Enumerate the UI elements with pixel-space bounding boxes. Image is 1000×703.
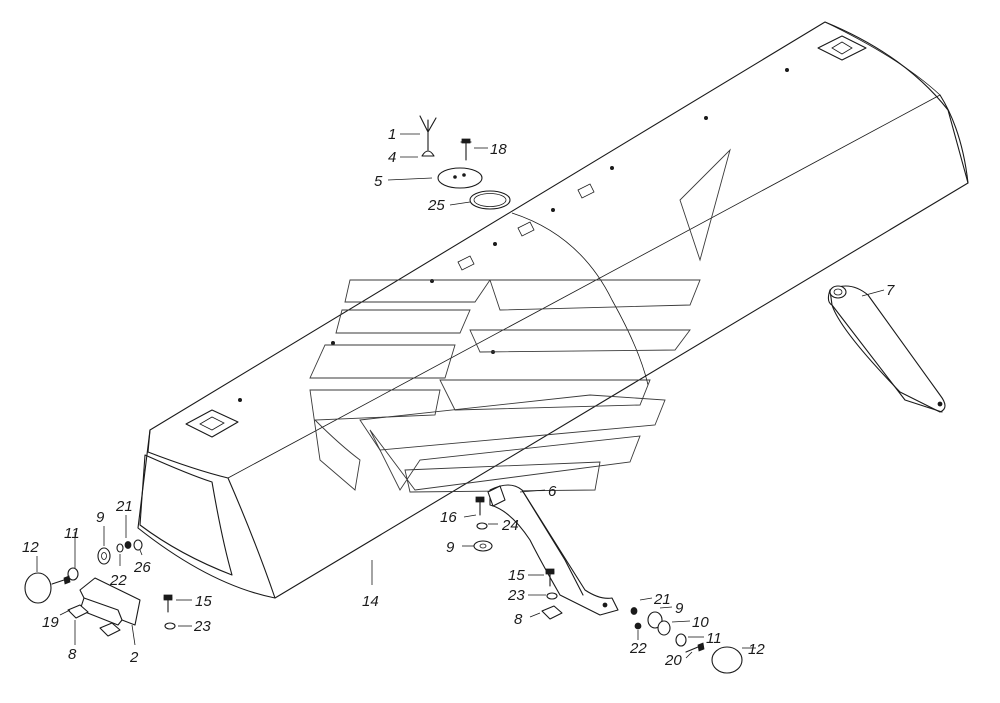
callout-19: 19 xyxy=(42,614,59,631)
callout-9-center: 9 xyxy=(446,539,455,556)
callout-15-center: 15 xyxy=(508,567,525,584)
leader-lines xyxy=(36,133,885,659)
callout-26: 26 xyxy=(133,559,151,576)
callout-10: 10 xyxy=(692,614,709,631)
callout-labels: 1 4 18 5 25 7 6 16 24 9 9 21 22 26 11 12… xyxy=(22,126,895,669)
callout-23-left: 23 xyxy=(193,618,211,635)
callout-8-center: 8 xyxy=(514,611,523,628)
callout-11-right: 11 xyxy=(706,630,722,647)
right-support-bracket xyxy=(827,285,946,413)
callout-12-left: 12 xyxy=(22,539,39,556)
emblem-outline xyxy=(309,148,731,493)
right-mounting-hardware xyxy=(630,607,743,674)
callout-9-right: 9 xyxy=(675,600,684,617)
center-mounting-hardware xyxy=(473,496,563,620)
callout-5: 5 xyxy=(374,173,383,190)
callout-24: 24 xyxy=(501,517,519,534)
callout-20: 20 xyxy=(664,652,682,669)
center-support-bracket xyxy=(487,484,619,616)
vent-cap-assembly xyxy=(419,115,511,210)
callout-25: 25 xyxy=(427,197,445,214)
callout-2: 2 xyxy=(129,649,139,666)
callout-11-left: 11 xyxy=(64,525,80,542)
cab-roof-panel xyxy=(137,21,969,599)
callout-4: 4 xyxy=(388,149,396,166)
callout-21-left: 21 xyxy=(115,498,133,515)
callout-15-left: 15 xyxy=(195,593,212,610)
callout-6: 6 xyxy=(548,483,557,500)
callout-9-left: 9 xyxy=(96,509,105,526)
callout-14: 14 xyxy=(362,593,379,610)
callout-7: 7 xyxy=(886,282,895,299)
callout-22-right: 22 xyxy=(629,640,647,657)
left-mounting-hardware xyxy=(24,539,176,637)
callout-12-right: 12 xyxy=(748,641,765,658)
callout-21-right: 21 xyxy=(653,591,671,608)
callout-18: 18 xyxy=(490,141,507,158)
callout-16: 16 xyxy=(440,509,457,526)
callout-1: 1 xyxy=(388,126,396,143)
callout-22-left: 22 xyxy=(109,572,127,589)
callout-23-center: 23 xyxy=(507,587,525,604)
callout-8-left: 8 xyxy=(68,646,77,663)
